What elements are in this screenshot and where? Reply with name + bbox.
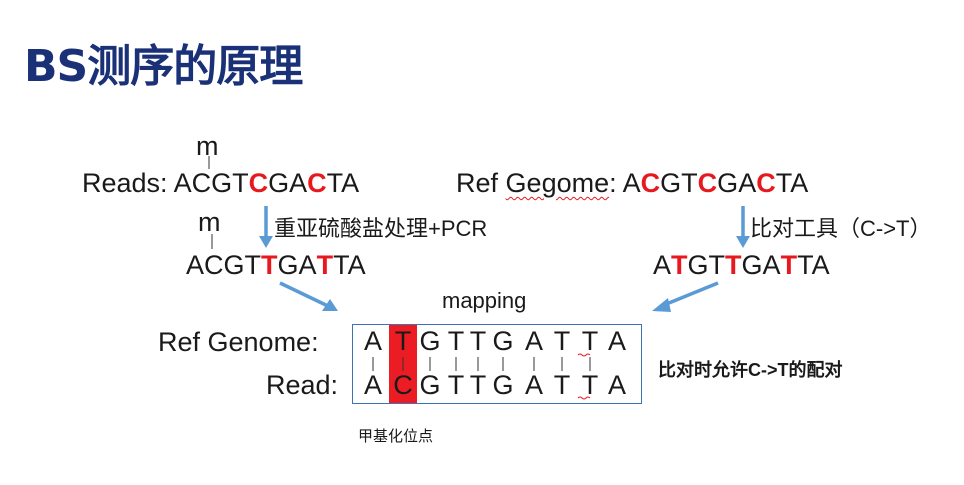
ref-base: T [469, 326, 487, 356]
ref-base: A [524, 326, 543, 356]
ref-base: G [419, 326, 441, 356]
right-seq-original: ACGTCGACTA [622, 168, 809, 198]
left-seq-original: ACGTCGACTA [173, 168, 360, 198]
read-base: T [469, 370, 487, 400]
reads-label: Reads: [82, 168, 168, 198]
ref-base: A [607, 326, 626, 356]
read-base: A [363, 370, 382, 400]
ref-base: G [492, 326, 514, 356]
ref-base: T [394, 326, 412, 356]
read-base: T [553, 370, 571, 400]
down-arrow-left-head [259, 236, 273, 248]
spell-squiggle [577, 353, 591, 357]
diag-arrow-left-head [322, 299, 338, 311]
right-seq-converted: ATGTTGATTA [653, 250, 830, 280]
tool-label: 比对工具（C->T） [750, 216, 932, 241]
ref-gegome-line: Ref Gegome: ACGTCGACTA [456, 168, 808, 199]
read-base: T [581, 370, 599, 400]
page-title: BS测序的原理 [24, 41, 303, 92]
methyl-site-label: 甲基化位点 [358, 428, 434, 445]
diag-arrow-left-shaft [279, 281, 331, 309]
left-seq-treated: ACGTTGATTA [186, 250, 366, 280]
read-label: Read: [266, 370, 339, 400]
allow-note: 比对时允许C->T的配对 [658, 360, 843, 380]
read-base: C [393, 370, 413, 400]
ref-label: Ref Gegome: [456, 168, 617, 198]
down-arrow-right-head [736, 236, 750, 248]
diag-arrow-right-shaft [663, 281, 719, 307]
reads-line: Reads: ACGTCGACTA [82, 168, 359, 199]
read-base: G [492, 370, 514, 400]
ref-genome-label: Ref Genome: [158, 327, 319, 357]
ref-base: T [553, 326, 571, 356]
diag-arrow-right-head [652, 298, 671, 312]
methyl-mark-bottom: m [198, 207, 221, 237]
ref-base: A [363, 326, 382, 356]
read-base: G [419, 370, 441, 400]
ref-base: T [447, 326, 465, 356]
read-base: A [607, 370, 626, 400]
ref-base: T [581, 326, 599, 356]
read-base: T [447, 370, 465, 400]
treatment-label: 重亚硫酸盐处理+PCR [274, 216, 488, 241]
spell-squiggle [577, 396, 591, 400]
methyl-mark-top: m [196, 131, 219, 161]
read-base: A [524, 370, 543, 400]
alignment-box [352, 324, 642, 404]
mapping-label: mapping [442, 288, 527, 313]
